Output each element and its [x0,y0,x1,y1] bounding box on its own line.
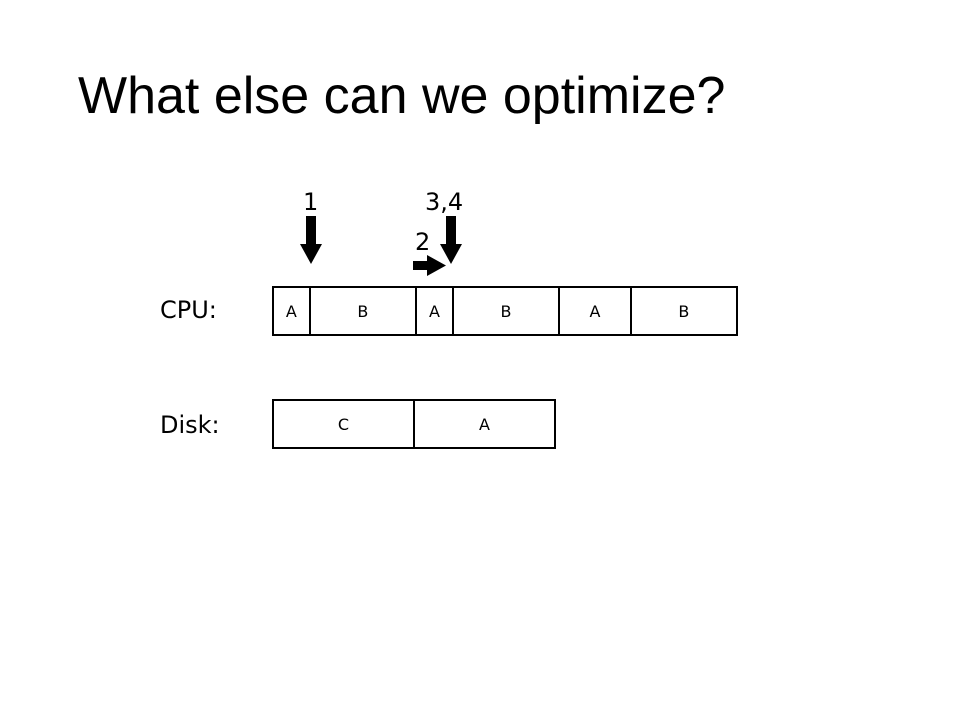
down-arrow-icon-3-4 [440,216,462,264]
marker-label-2: 2 [415,228,431,256]
slide-title: What else can we optimize? [78,67,726,125]
cpu-row-label: CPU: [160,296,217,324]
cpu-slot-b: B [311,288,418,334]
right-arrow-icon-2 [413,255,446,276]
down-arrow-icon-1 [300,216,322,264]
disk-slot-a: A [479,414,490,434]
cpu-slot-a: A [560,288,632,334]
disk-row-label: Disk: [160,411,220,439]
marker-label-3-4: 3,4 [425,188,464,216]
cpu-slot-a: A [274,288,311,334]
cpu-slot-b: B [454,288,561,334]
marker-label-1: 1 [303,188,319,216]
disk-slot-c: C [274,401,415,447]
cpu-slot-a: A [417,288,454,334]
cpu-slot-b: B [678,301,690,321]
